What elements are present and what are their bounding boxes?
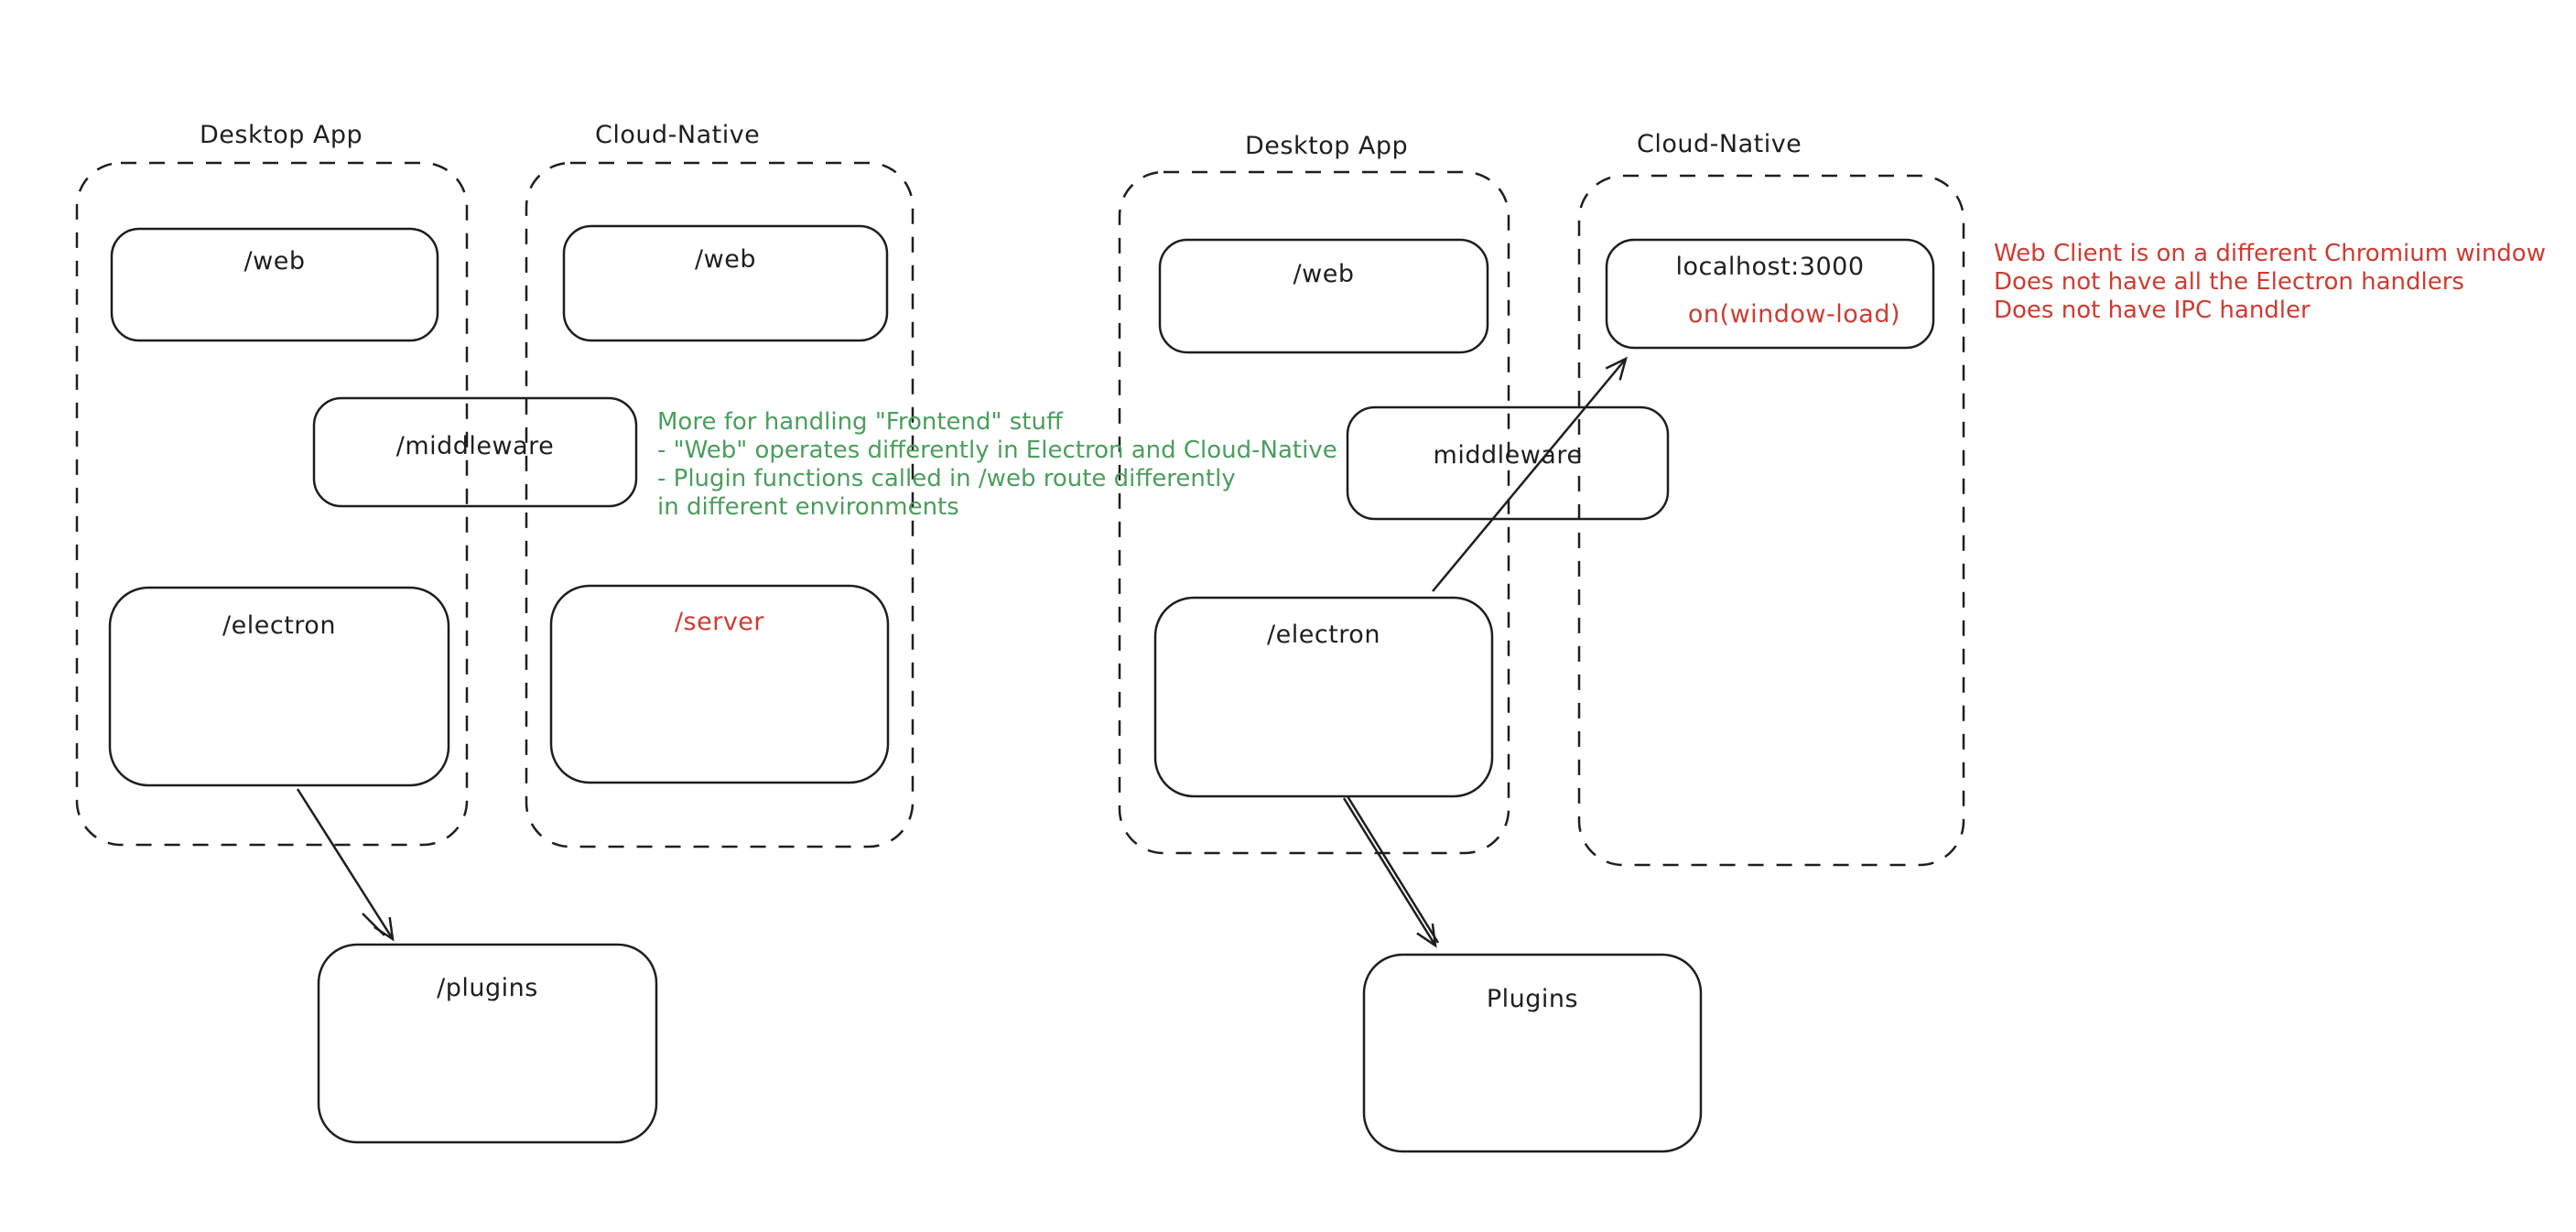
red-annotation-line: Does not have IPC handler [1994, 297, 2311, 324]
right-cloud-native-label: Cloud-Native [1637, 130, 1802, 158]
right-middleware-box [1346, 405, 1670, 521]
right-localhost-box [1605, 238, 1935, 350]
arrow-right-electron-to-plugins-stroke2 [1346, 795, 1440, 944]
left-cloud-native-container [525, 161, 915, 848]
left-middleware-label: /middleware [395, 432, 555, 460]
red-annotation-line: Does not have all the Electron handlers [1994, 268, 2464, 296]
right-window-load-label: on(window-load) [1687, 300, 1900, 329]
green-annotation: More for handling "Frontend" stuff - "We… [657, 408, 1337, 522]
left-electron-label: /electron [222, 611, 336, 640]
left-electron-box [108, 586, 450, 787]
left-cloud-native-label: Cloud-Native [595, 121, 761, 149]
arrow-left-electron-to-plugins-stroke2 [362, 913, 385, 936]
right-desktop-app-container [1118, 170, 1510, 855]
right-plugins-box [1362, 953, 1703, 1153]
green-annotation-line: - Plugin functions called in /web route … [657, 465, 1236, 492]
green-annotation-line: in different environments [657, 493, 959, 521]
right-localhost-label: localhost:3000 [1675, 253, 1865, 281]
red-annotation: Web Client is on a different Chromium wi… [1994, 240, 2546, 325]
right-middleware-label: middleware [1433, 441, 1583, 470]
right-desktop-app-label: Desktop App [1245, 132, 1409, 160]
left-middleware-box [312, 396, 638, 508]
red-annotation-line: Web Client is on a different Chromium wi… [1994, 240, 2546, 267]
left-desktop-app-label: Desktop App [200, 121, 363, 149]
arrow-left-electron-to-plugins [296, 788, 395, 942]
right-web-label: /web [1293, 260, 1355, 288]
left-web-desktop-box [110, 227, 439, 342]
left-web-desktop-label: /web [244, 247, 306, 276]
left-plugins-box [317, 943, 658, 1144]
left-desktop-app-container [75, 161, 469, 847]
right-plugins-label: Plugins [1486, 985, 1579, 1013]
left-web-cloud-box [562, 224, 889, 342]
arrow-right-electron-to-plugins [1342, 797, 1437, 948]
left-server-box [549, 584, 890, 784]
green-annotation-line: - "Web" operates differently in Electron… [657, 437, 1337, 464]
right-electron-label: /electron [1267, 621, 1380, 649]
arrow-right-electron-to-localhost [1432, 356, 1628, 592]
left-server-label: /server [674, 608, 765, 636]
right-electron-box [1153, 596, 1494, 798]
left-web-cloud-label: /web [695, 245, 756, 274]
right-cloud-native-container [1577, 174, 1965, 867]
left-plugins-label: /plugins [437, 974, 538, 1002]
green-annotation-line: More for handling "Frontend" stuff [657, 408, 1063, 436]
right-web-box [1158, 238, 1489, 354]
